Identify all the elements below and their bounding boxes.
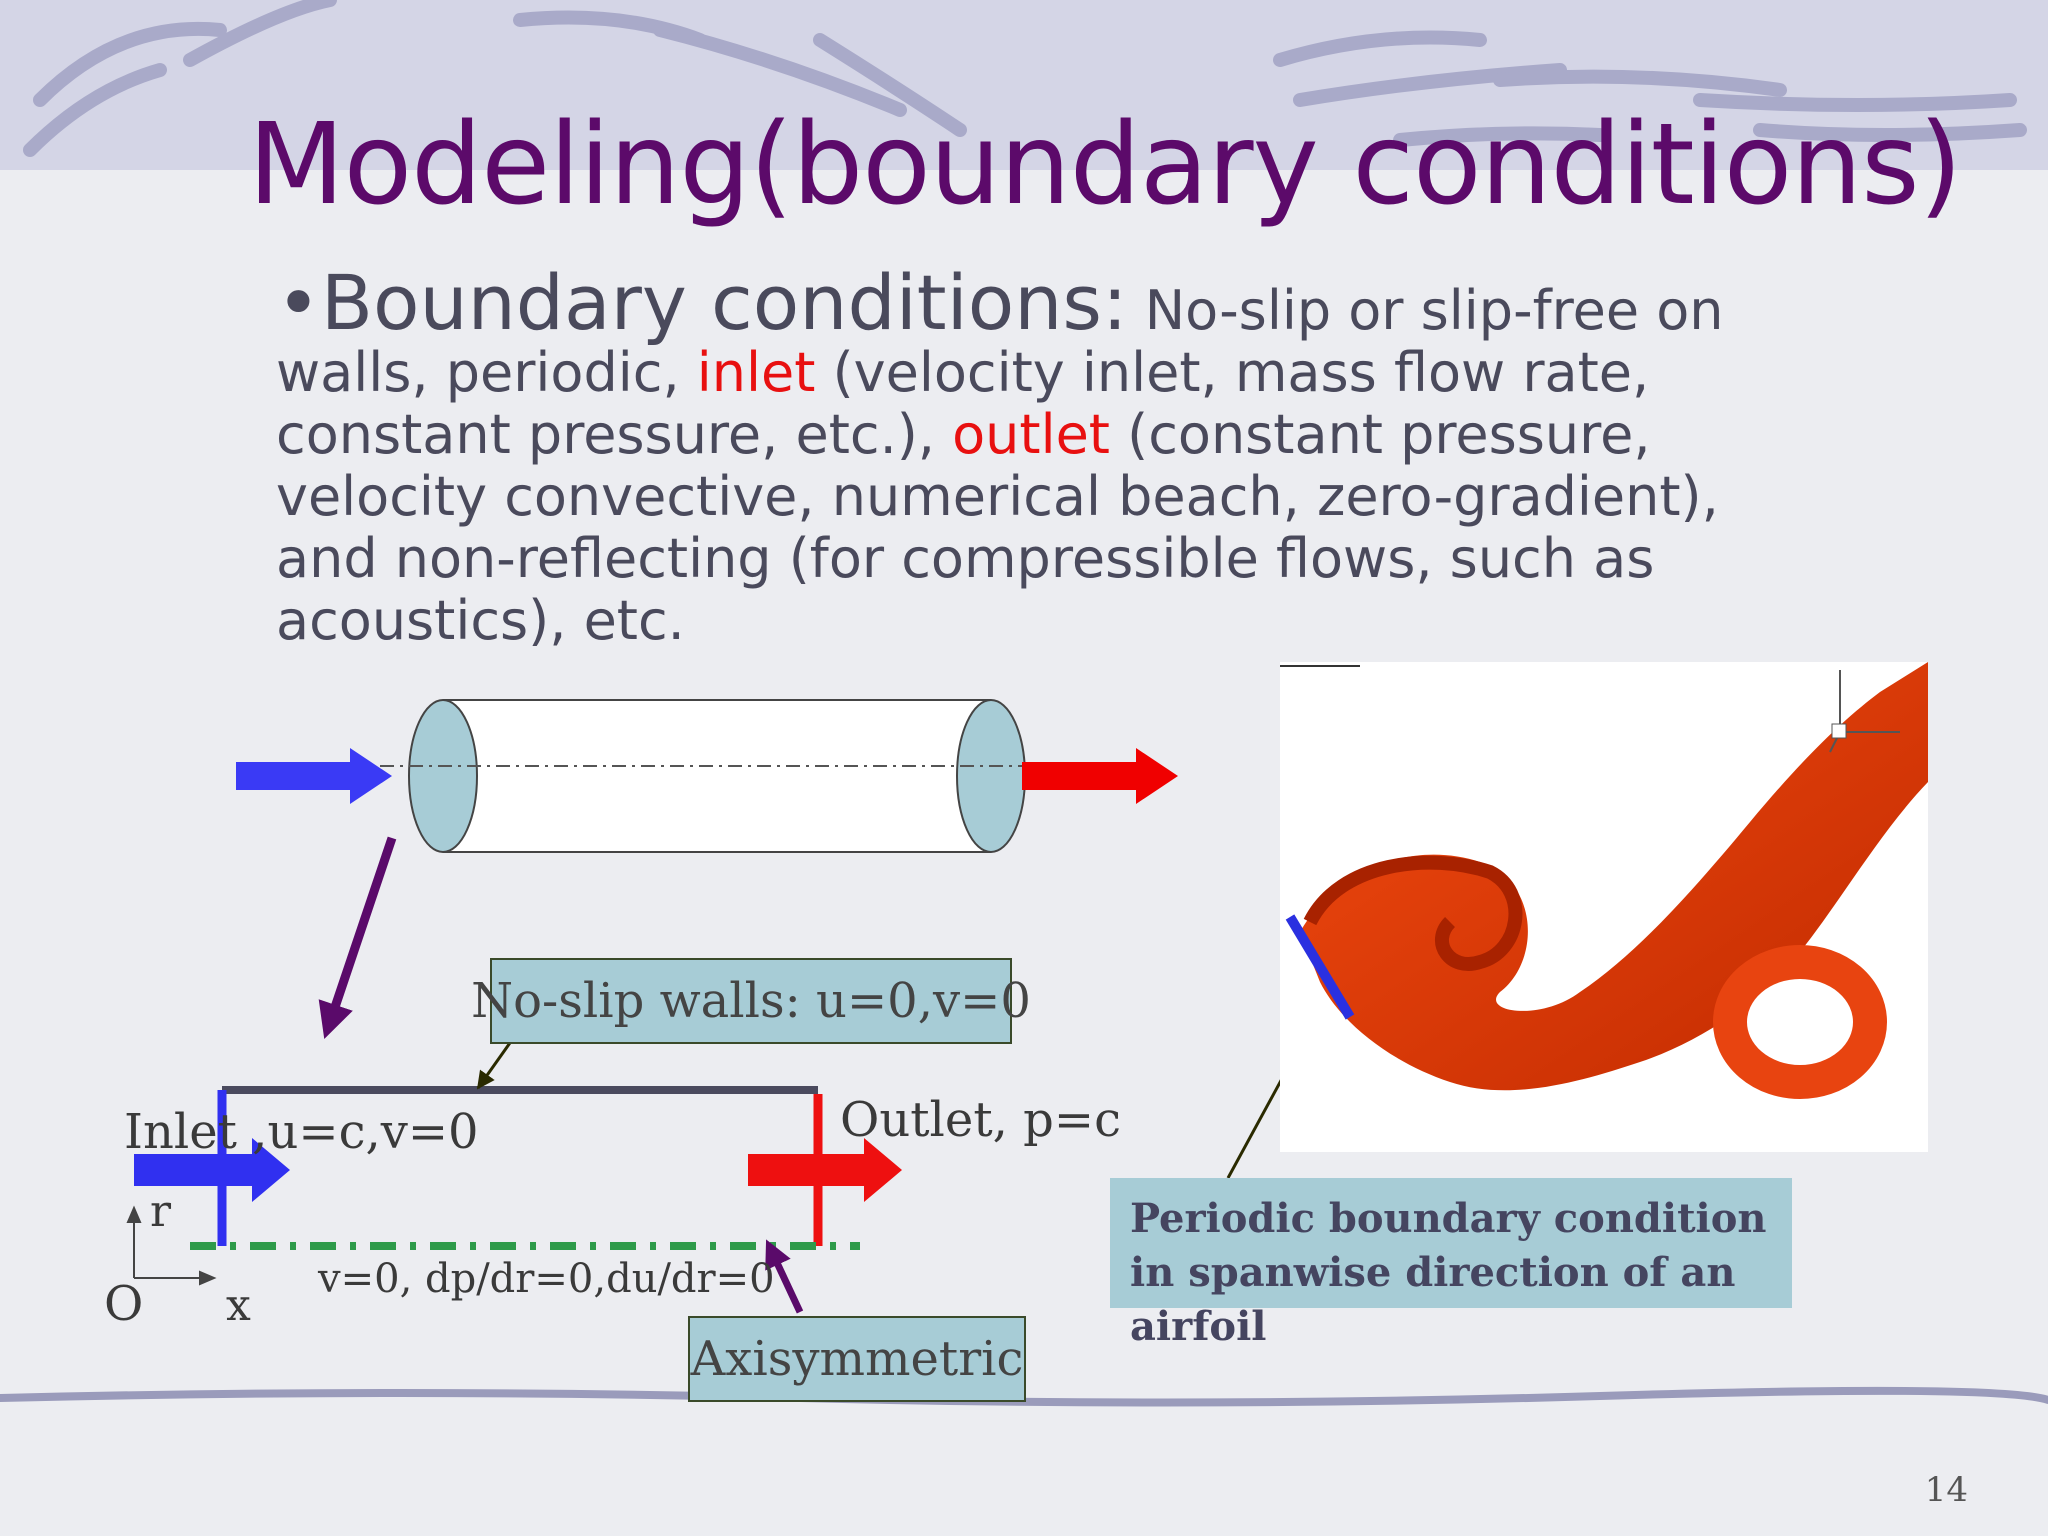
- bullet-paragraph: •Boundary conditions: No-slip or slip-fr…: [276, 265, 1816, 652]
- bullet-text-2: (velocity inlet, mass flow rate, constan…: [276, 341, 1650, 466]
- cylinder: [380, 699, 1030, 853]
- zoom-arrow: [318, 836, 397, 1040]
- bullet-text-1: No-slip or slip-free on walls, periodic,: [276, 279, 1724, 404]
- axis-x-label: x: [226, 1280, 251, 1331]
- bullet-text-3: (constant pressure, velocity convective,…: [276, 403, 1719, 652]
- wall-pointer: [476, 1039, 514, 1090]
- axisymmetric-label: Axisymmetric: [688, 1316, 1026, 1402]
- axis-r-label: r: [150, 1186, 172, 1237]
- cylinder-outlet-arrow: [1022, 748, 1178, 804]
- page-title: Modeling(boundary conditions): [248, 100, 1962, 230]
- airfoil-vortex-image: [1280, 662, 1928, 1152]
- inlet-highlight: inlet: [696, 341, 816, 404]
- inlet-condition-label: Inlet ,u=c,v=0: [124, 1104, 479, 1160]
- cylinder-inlet-arrow: [236, 748, 392, 804]
- axis-condition-label: v=0, dp/dr=0,du/dr=0: [318, 1256, 775, 1302]
- outlet-arrow: [748, 1138, 902, 1202]
- airfoil-caption: Periodic boundary condition in spanwise …: [1110, 1178, 1792, 1350]
- outlet-condition-label: Outlet, p=c: [840, 1092, 1121, 1148]
- bullet-heading-text: Boundary conditions:: [320, 258, 1128, 347]
- page-number: 14: [1924, 1470, 1968, 1510]
- outlet-highlight: outlet: [952, 403, 1110, 466]
- origin-label: O: [104, 1276, 144, 1332]
- bullet-heading: •Boundary conditions:: [276, 258, 1128, 347]
- no-slip-walls-label: No-slip walls: u=0,v=0: [471, 958, 1031, 1044]
- vortex-rendering: [1280, 662, 1928, 1099]
- coordinate-axes: [126, 1205, 217, 1286]
- inlet-arrow: [134, 1138, 290, 1202]
- axisym-pointer: [765, 1239, 804, 1314]
